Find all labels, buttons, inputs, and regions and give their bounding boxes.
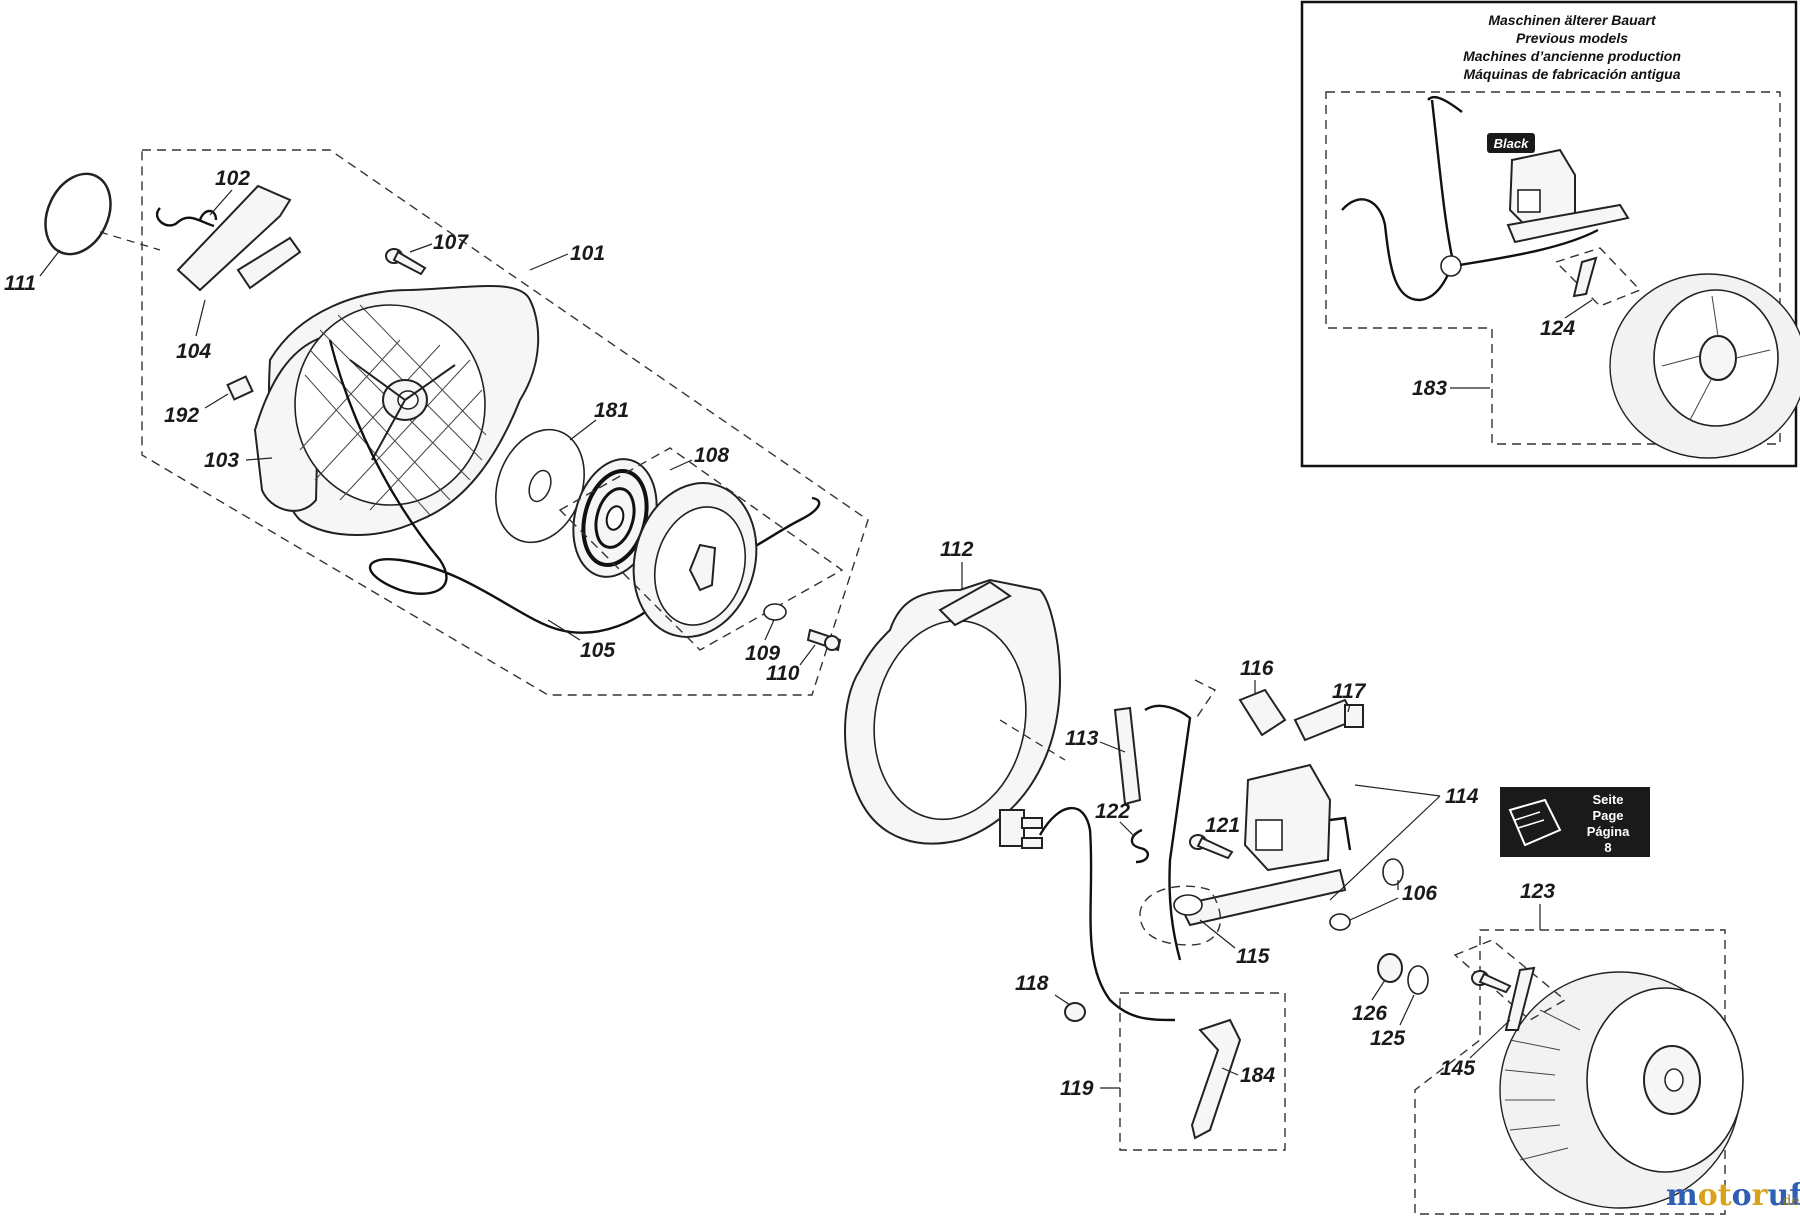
washer-disc[interactable] xyxy=(481,417,600,555)
inset-title-es: Máquinas de fabricación antigua xyxy=(1463,66,1680,82)
coil-grommet[interactable] xyxy=(1173,894,1203,916)
inset-flywheel[interactable] xyxy=(1609,273,1800,459)
callout-183[interactable]: 183 xyxy=(1412,377,1447,400)
callout-112[interactable]: 112 xyxy=(940,538,974,561)
inset-ground-rod xyxy=(1427,95,1463,271)
callout-125[interactable]: 125 xyxy=(1370,1027,1405,1050)
callout-122[interactable]: 122 xyxy=(1095,800,1130,823)
flywheel-washer[interactable] xyxy=(1407,965,1429,995)
callout-184[interactable]: 184 xyxy=(1240,1064,1275,1087)
inset-wire xyxy=(1341,198,1454,302)
starter-rope[interactable] xyxy=(328,339,661,634)
callout-117[interactable]: 117 xyxy=(1332,680,1367,703)
watermark-letter: u xyxy=(1767,1178,1789,1213)
callout-118[interactable]: 118 xyxy=(1015,972,1049,995)
watermark-letter: o xyxy=(1732,1178,1752,1213)
plug-cap[interactable] xyxy=(1238,688,1287,737)
watermark-letter: t xyxy=(1718,1178,1732,1213)
starter-handle[interactable] xyxy=(155,184,302,292)
callout-192[interactable]: 192 xyxy=(164,404,199,427)
previous-models-inset: Maschinen älterer Bauart Previous models… xyxy=(1300,0,1800,468)
o-ring[interactable] xyxy=(33,163,123,264)
ignition-coil[interactable] xyxy=(1178,763,1352,927)
callout-113[interactable]: 113 xyxy=(1065,727,1099,750)
inset-grommet xyxy=(1440,255,1462,277)
rubber-sleeve[interactable] xyxy=(1064,1002,1086,1022)
callout-110[interactable]: 110 xyxy=(766,662,800,685)
flywheel-nut[interactable] xyxy=(1377,953,1403,983)
ignition-wire[interactable] xyxy=(1038,806,1176,1022)
callout-103[interactable]: 103 xyxy=(204,449,239,472)
rotor-washer[interactable] xyxy=(763,603,787,621)
flywheel-screw[interactable] xyxy=(1471,970,1512,994)
spring-clip[interactable] xyxy=(1130,828,1149,864)
watermark-letter: o xyxy=(1698,1178,1718,1213)
callout-104[interactable]: 104 xyxy=(176,340,211,363)
housing-screw[interactable] xyxy=(385,248,427,276)
page-ref-de: Seite xyxy=(1592,792,1623,807)
watermark-name: motoruf xyxy=(1666,1178,1800,1213)
inset-black-tag xyxy=(1487,133,1535,153)
watermark-letter: r xyxy=(1752,1178,1769,1213)
book-hand-icon xyxy=(1508,798,1562,847)
flywheel-group xyxy=(1414,929,1726,1215)
callout-124[interactable]: 124 xyxy=(1540,317,1575,340)
watermark-suffix: .de xyxy=(1778,1193,1800,1209)
callout-145[interactable]: 145 xyxy=(1440,1057,1475,1080)
callout-181[interactable]: 181 xyxy=(594,399,629,422)
callout-101[interactable]: 101 xyxy=(570,242,605,265)
starter-assembly-group xyxy=(141,149,869,696)
inset-title-fr: Machines d’ancienne production xyxy=(1463,48,1681,64)
fan-housing[interactable] xyxy=(844,578,1062,845)
wire-connector[interactable] xyxy=(999,809,1043,849)
inset-dashed-group xyxy=(1325,91,1781,445)
inset-black-tag-label: Black xyxy=(1494,136,1529,151)
ground-rod[interactable] xyxy=(1113,704,1192,961)
callout-108[interactable]: 108 xyxy=(694,444,729,467)
callout-116[interactable]: 116 xyxy=(1240,657,1274,680)
callout-119[interactable]: 119 xyxy=(1060,1077,1094,1100)
inset-title-de: Maschinen älterer Bauart xyxy=(1488,12,1657,28)
washer-upper[interactable] xyxy=(1382,858,1404,886)
callout-107[interactable]: 107 xyxy=(433,231,469,254)
starter-housing[interactable] xyxy=(253,285,540,536)
callout-114b[interactable]: 106 xyxy=(1402,882,1437,905)
coil-screw[interactable] xyxy=(1189,834,1234,860)
plug-screw[interactable] xyxy=(226,375,254,401)
callout-126[interactable]: 126 xyxy=(1352,1002,1387,1025)
rope-rotor[interactable] xyxy=(617,469,773,651)
callout-102[interactable]: 102 xyxy=(215,167,250,190)
watermark-letter: m xyxy=(1666,1178,1698,1213)
callout-121[interactable]: 121 xyxy=(1205,814,1240,837)
spring-group xyxy=(558,447,844,651)
callout-111[interactable]: 111 xyxy=(4,272,36,295)
pole-shoe[interactable] xyxy=(1504,966,1536,1031)
page-ref-es: Página xyxy=(1587,824,1630,839)
callout-115[interactable]: 115 xyxy=(1236,945,1270,968)
page-ref-number: 8 xyxy=(1604,840,1611,855)
rotor-screw[interactable] xyxy=(806,628,842,652)
grommet-detail-group xyxy=(1139,885,1221,946)
washer-lower[interactable] xyxy=(1329,913,1351,931)
inset-clip[interactable] xyxy=(1572,256,1598,298)
watermark-logo: motoruf .de xyxy=(1666,1178,1800,1213)
callout-109[interactable]: 109 xyxy=(745,642,780,665)
page-reference-badge[interactable]: Seite Page Página 8 xyxy=(1500,787,1650,857)
callout-123[interactable]: 123 xyxy=(1520,880,1555,903)
inset-ignition-coil[interactable] xyxy=(1506,148,1630,244)
callout-105[interactable]: 105 xyxy=(580,639,615,662)
watermark-letter: f xyxy=(1789,1178,1800,1213)
switch-group xyxy=(1119,992,1286,1151)
short-circuit-contact[interactable] xyxy=(1190,1018,1242,1140)
callouts: 111 102 107 101 104 192 103 181 108 105 … xyxy=(4,167,1555,1100)
inset-lead xyxy=(1459,228,1599,267)
flywheel[interactable] xyxy=(1499,971,1744,1209)
spark-plug[interactable] xyxy=(1293,698,1364,742)
inset-title-en: Previous models xyxy=(1516,30,1628,46)
callout-114[interactable]: 114 xyxy=(1445,785,1479,808)
page-ref-en: Page xyxy=(1592,808,1623,823)
